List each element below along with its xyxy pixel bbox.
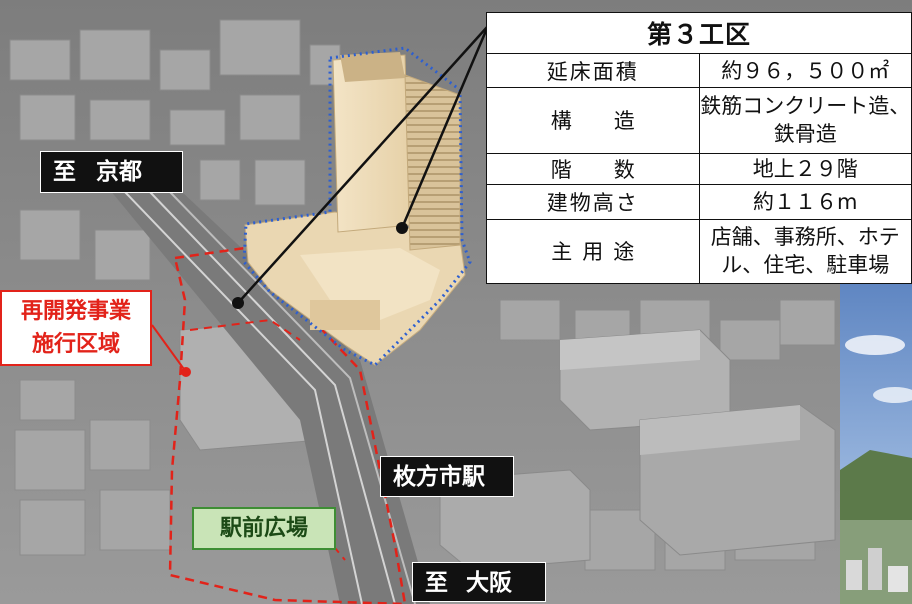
spec-key: 構 造 <box>486 87 700 154</box>
spec-value: 約１１６m <box>698 184 912 220</box>
callout-dot-area <box>232 297 244 309</box>
direction-osaka-label: 至 大阪 <box>412 562 546 602</box>
planned-building <box>244 52 466 366</box>
callout-dot-tower <box>396 222 408 234</box>
spec-row: 階 数 地上２９階 <box>486 152 912 186</box>
direction-kyoto-label: 至 京都 <box>40 151 183 193</box>
spec-row: 主用途 店舗、事務所、ホテル、住宅、駐車場 <box>486 218 912 285</box>
station-label: 枚方市駅 <box>380 456 514 497</box>
area-label-line1: 再開発事業 <box>20 299 131 324</box>
spec-value: 地上２９階 <box>698 152 912 186</box>
spec-table: 第３工区 延床面積 約９６，５００㎡ 構 造 鉄筋コンクリート造、鉄骨造 階 数… <box>486 12 912 285</box>
spec-value: 店舗、事務所、ホテル、住宅、駐車場 <box>698 218 912 285</box>
spec-value: 鉄筋コンクリート造、鉄骨造 <box>698 87 912 154</box>
spec-table-header: 第３工区 <box>486 12 912 54</box>
railway <box>110 190 430 604</box>
spec-row: 建物高さ 約１１６m <box>486 184 912 220</box>
spec-row: 構 造 鉄筋コンクリート造、鉄骨造 <box>486 87 912 154</box>
photo-strip <box>840 284 912 604</box>
spec-row: 延床面積 約９６，５００㎡ <box>486 52 912 89</box>
spec-key: 建物高さ <box>486 184 700 220</box>
spec-table-title: 第３工区 <box>486 12 912 54</box>
area-label-line2: 施行区域 <box>31 332 120 357</box>
spec-key: 階 数 <box>486 152 700 186</box>
spec-key: 延床面積 <box>486 52 700 89</box>
spec-key: 主用途 <box>486 218 700 285</box>
station-plaza-label: 駅前広場 <box>192 507 336 550</box>
spec-value: 約９６，５００㎡ <box>698 52 912 89</box>
redevelopment-area-label: 再開発事業 施行区域 <box>0 290 152 366</box>
